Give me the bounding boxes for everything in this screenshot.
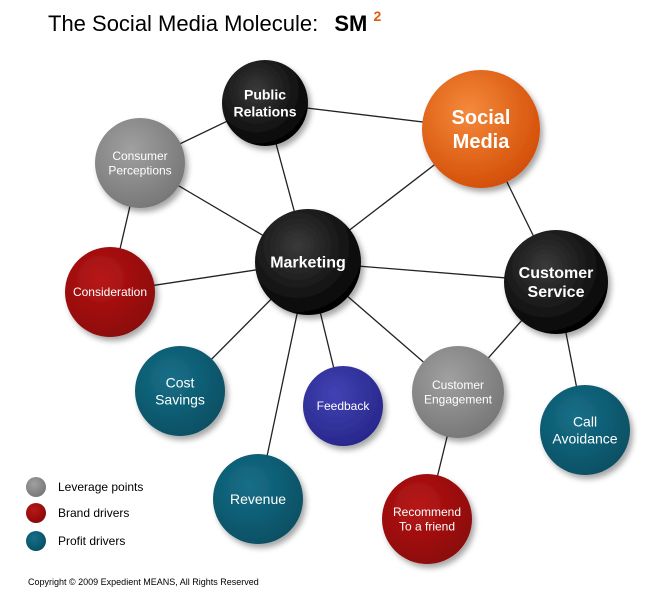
node-label-marketing-line-1: Marketing	[270, 255, 346, 272]
node-label-social-media-line-1: Social	[452, 107, 511, 129]
node-label-customer-engagement-line-2: Engagement	[424, 392, 493, 406]
copyright: Copyright © 2009 Expedient MEANS, All Ri…	[28, 577, 259, 587]
legend-label-profit: Profit drivers	[58, 534, 125, 548]
node-circle-marketing	[255, 209, 361, 315]
node-circle-public-relations	[222, 60, 308, 146]
node-label-public-relations-line-1: Public	[244, 87, 286, 103]
node-circle-customer-service	[504, 230, 608, 334]
node-label-cost-savings-line-2: Savings	[155, 391, 205, 407]
node-label-customer-service-line-1: Customer	[519, 265, 594, 282]
node-label-consumer-perceptions-line-1: Consumer	[112, 149, 167, 163]
node-circle-call-avoidance	[540, 385, 630, 475]
node-label-recommend-to-a-friend-line-1: Recommend	[393, 505, 461, 519]
node-circle-consumer-perceptions	[95, 118, 185, 208]
node-circle-feedback	[303, 366, 383, 446]
node-consideration: Consideration	[65, 247, 155, 337]
node-label-consideration-line-1: Consideration	[73, 285, 147, 299]
node-label-customer-service-line-2: Service	[528, 284, 585, 301]
legend-swatch-profit	[26, 531, 46, 551]
node-circle-social-media	[422, 70, 540, 188]
node-circle-revenue	[213, 454, 303, 544]
node-label-revenue-line-1: Revenue	[230, 491, 286, 507]
node-label-call-avoidance-line-2: Avoidance	[552, 430, 617, 446]
node-label-public-relations-line-2: Relations	[233, 103, 296, 119]
node-label-consumer-perceptions-line-2: Perceptions	[108, 163, 171, 177]
node-label-cost-savings-line-1: Cost	[166, 375, 195, 391]
node-circle-recommend-to-a-friend	[382, 474, 472, 564]
node-circle-consideration	[65, 247, 155, 337]
legend-swatch-leverage	[26, 477, 46, 497]
node-label-feedback-line-1: Feedback	[317, 399, 371, 413]
node-revenue: Revenue	[213, 454, 303, 544]
legend-label-brand: Brand drivers	[58, 506, 129, 520]
title-superscript: 2	[374, 8, 382, 24]
node-label-recommend-to-a-friend-line-2: To a friend	[399, 519, 455, 533]
node-circle-cost-savings	[135, 346, 225, 436]
node-label-social-media-line-2: Media	[453, 131, 511, 153]
node-marketing: Marketing	[255, 209, 361, 315]
legend: Leverage points Brand drivers Profit dri…	[26, 477, 143, 551]
node-circle-customer-engagement	[412, 346, 504, 438]
node-feedback: Feedback	[303, 366, 383, 446]
legend-label-leverage: Leverage points	[58, 480, 143, 494]
title-text: The Social Media Molecule:	[48, 11, 318, 36]
node-label-customer-engagement-line-1: Customer	[432, 378, 484, 392]
legend-swatch-brand	[26, 503, 46, 523]
diagram-title: The Social Media Molecule: SM 2	[48, 8, 382, 36]
title-acronym: SM	[334, 11, 367, 36]
node-label-call-avoidance-line-1: Call	[573, 414, 597, 430]
